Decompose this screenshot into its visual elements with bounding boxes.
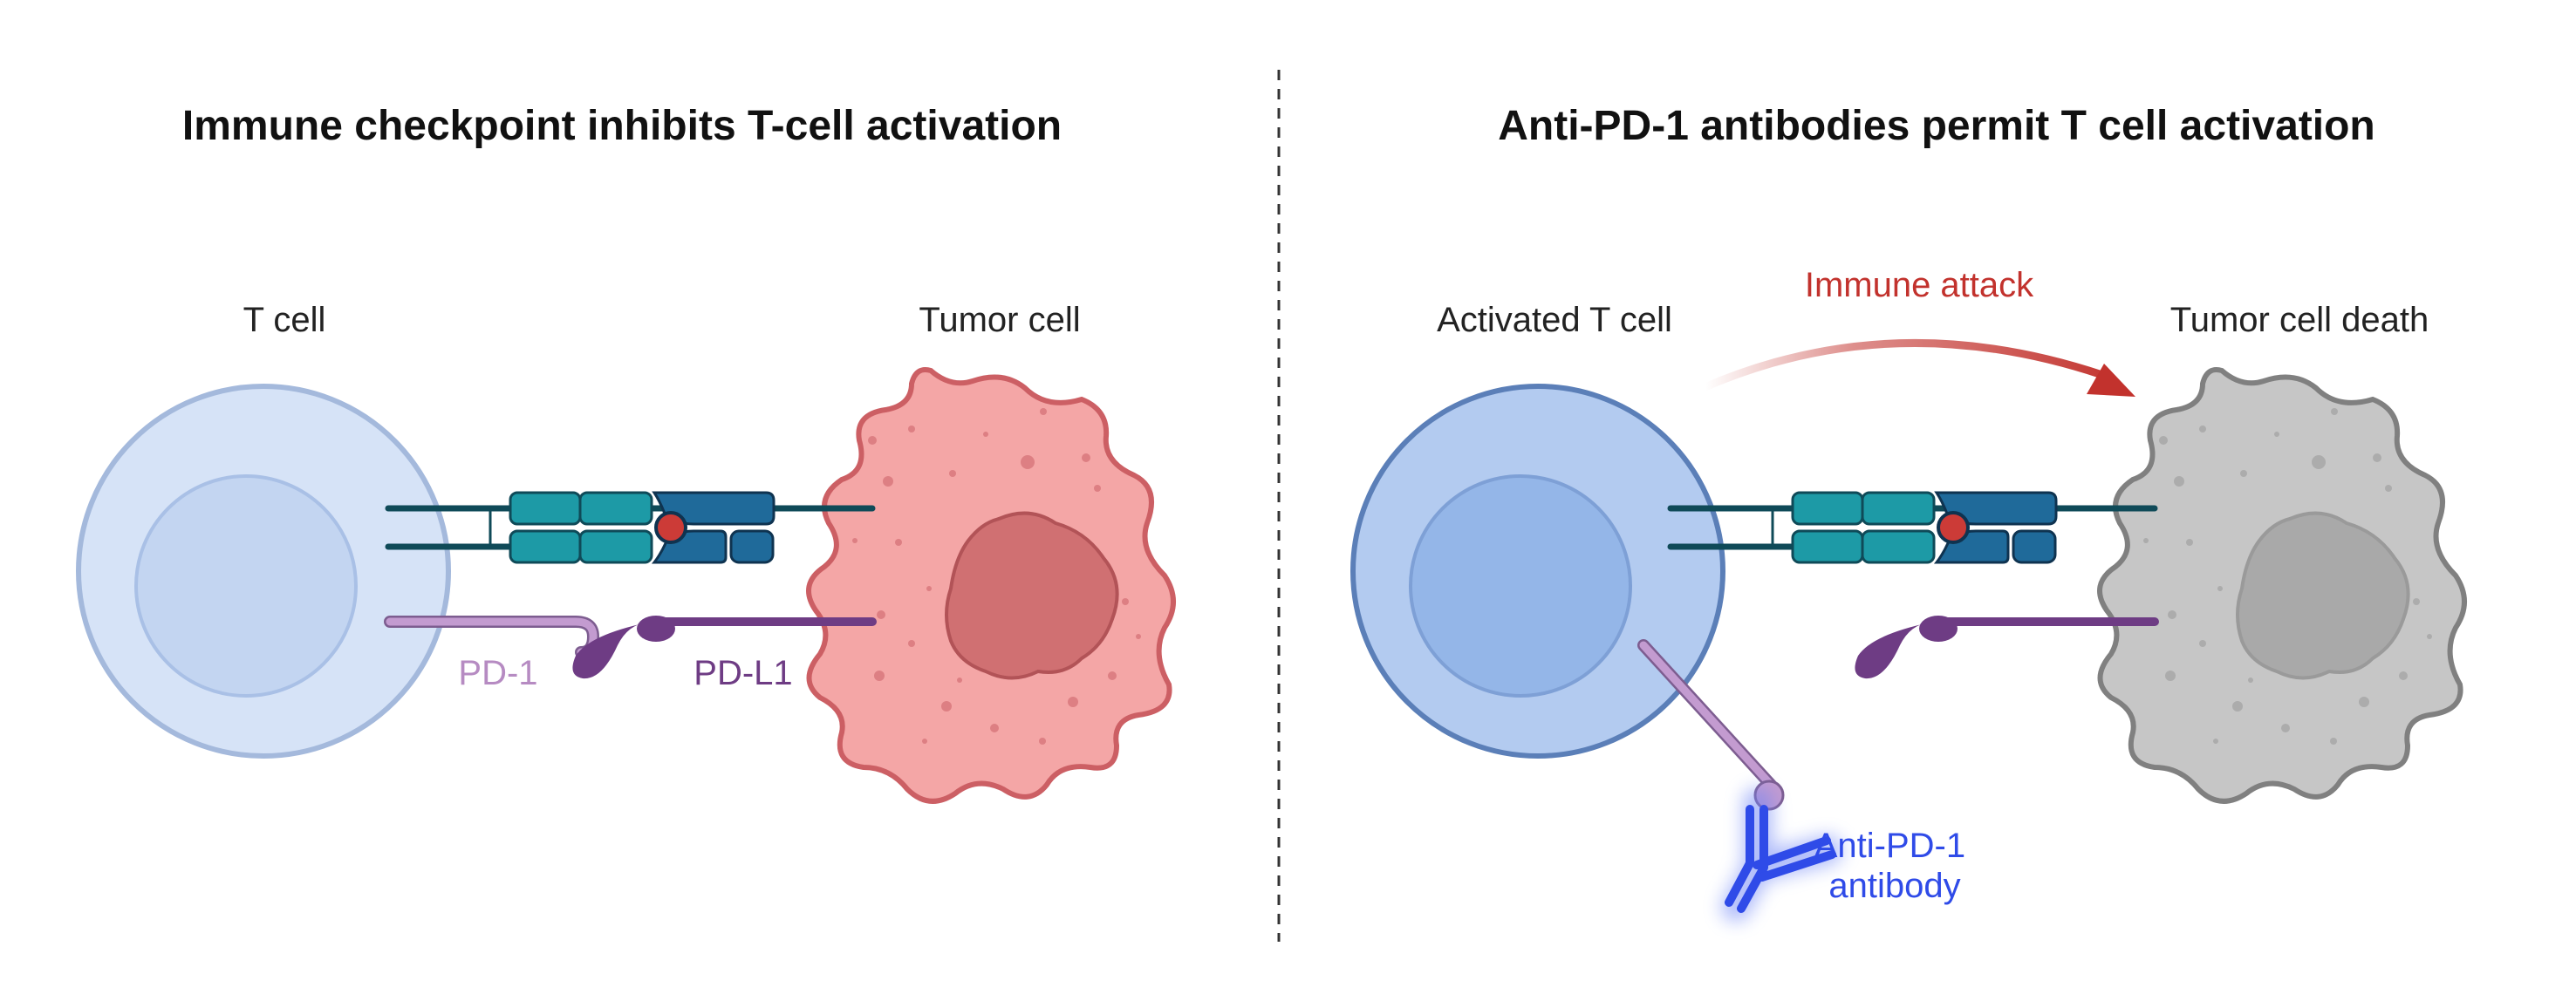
antibody-label-line1: Anti-PD-1	[1814, 827, 1965, 865]
pdl1-label: PD-L1	[694, 654, 792, 692]
tumor-cell-death-label: Tumor cell death	[2170, 301, 2429, 339]
right-panel-title: Anti-PD-1 antibodies permit T cell activ…	[1498, 103, 2375, 149]
antibody-label: Anti-PD-1 antibody	[1814, 827, 1976, 905]
dead-tumor-cell	[2097, 367, 2467, 804]
tumor-cell-label: Tumor cell	[919, 301, 1080, 339]
t-cell	[76, 384, 451, 759]
immune-attack-label: Immune attack	[1805, 266, 2034, 304]
tumor-cell	[806, 367, 1176, 804]
t-cell-label: T cell	[243, 301, 326, 339]
activated-t-cell	[1350, 384, 1725, 759]
tcr-mhc-complex-right	[1671, 493, 2155, 562]
antibody-label-line2: antibody	[1828, 867, 1960, 905]
tcr-mhc-complex	[388, 493, 872, 562]
pd1-label: PD-1	[458, 654, 537, 692]
activated-t-cell-label: Activated T cell	[1437, 301, 1672, 339]
left-panel-title: Immune checkpoint inhibits T-cell activa…	[182, 103, 1062, 149]
antibody-icon	[1721, 787, 1842, 922]
immune-attack-arrow	[1698, 338, 2135, 397]
pd1-receptor-right	[1637, 639, 1785, 811]
